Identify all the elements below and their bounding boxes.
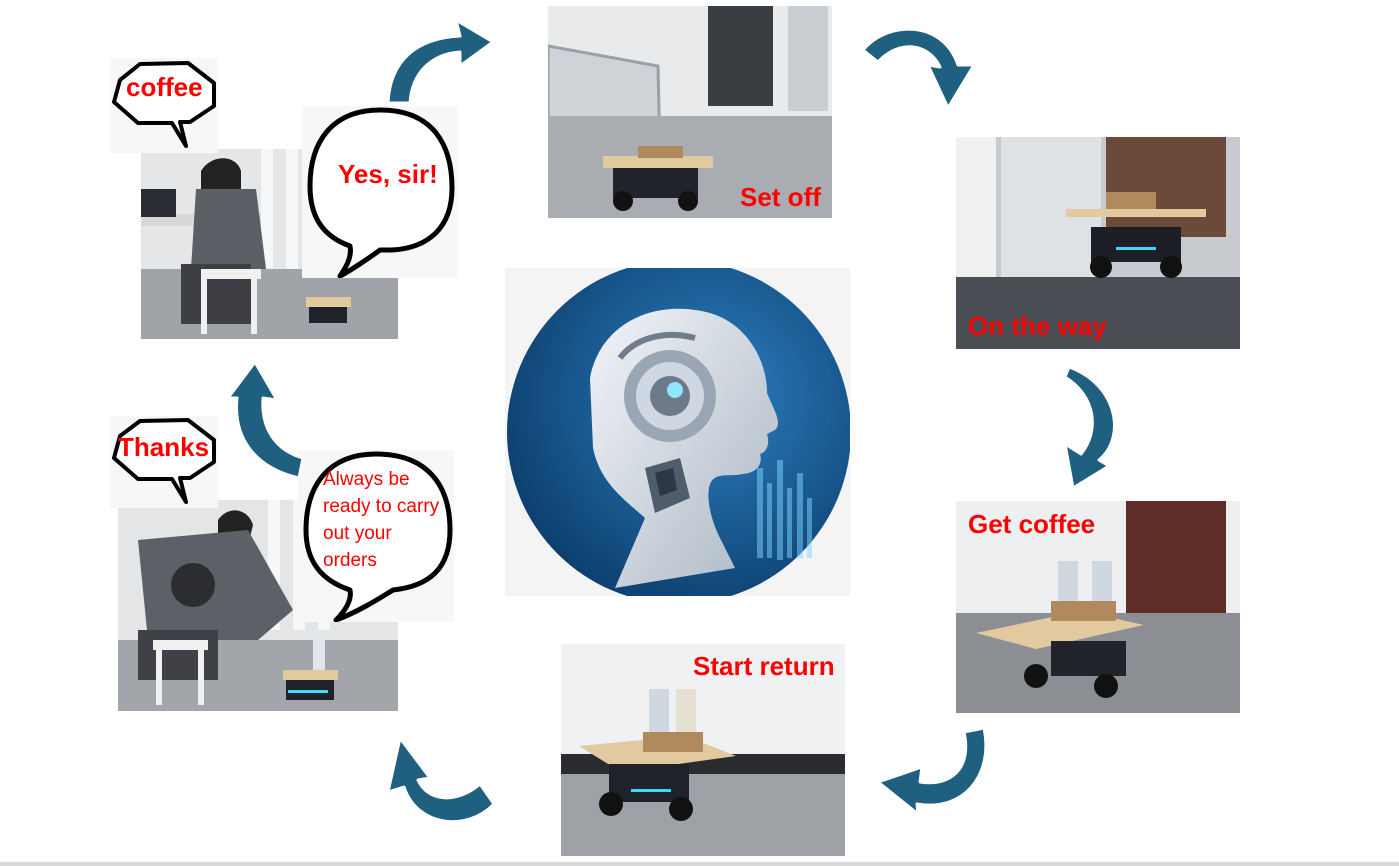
center-robot-image (505, 268, 850, 596)
photo-get-coffee (956, 501, 1240, 713)
photo-start-return (561, 644, 845, 856)
photo-on-the-way (956, 137, 1240, 349)
photo-set-off (548, 6, 832, 218)
arrow-to-start-return-icon (876, 726, 988, 816)
caption-start-return: Start return (693, 651, 835, 681)
arrow-to-request-icon (226, 360, 305, 480)
request-robot-says: Yes, sir! (338, 159, 438, 189)
request-user-says: coffee (126, 72, 203, 102)
speech-bubble-thanks (110, 416, 218, 508)
speech-bubble-ready (298, 450, 454, 623)
arrow-to-on-the-way-icon (861, 27, 976, 110)
caption-get-coffee: Get coffee (968, 509, 1096, 539)
caption-on-the-way: On the way (968, 311, 1107, 341)
delivery-robot-says: Always be ready to carry out your orders (323, 469, 440, 571)
caption-set-off: Set off (740, 182, 821, 212)
arrow-to-delivery-icon (386, 736, 496, 824)
photo-delivery-scene (118, 500, 398, 711)
arrow-to-set-off-icon (386, 18, 495, 105)
speech-bubble-yes-sir (302, 106, 458, 279)
arrow-to-get-coffee-icon (1063, 365, 1116, 490)
bottom-divider (0, 862, 1399, 866)
delivery-user-says: Thanks (118, 432, 210, 462)
speech-bubble-coffee (110, 58, 218, 153)
